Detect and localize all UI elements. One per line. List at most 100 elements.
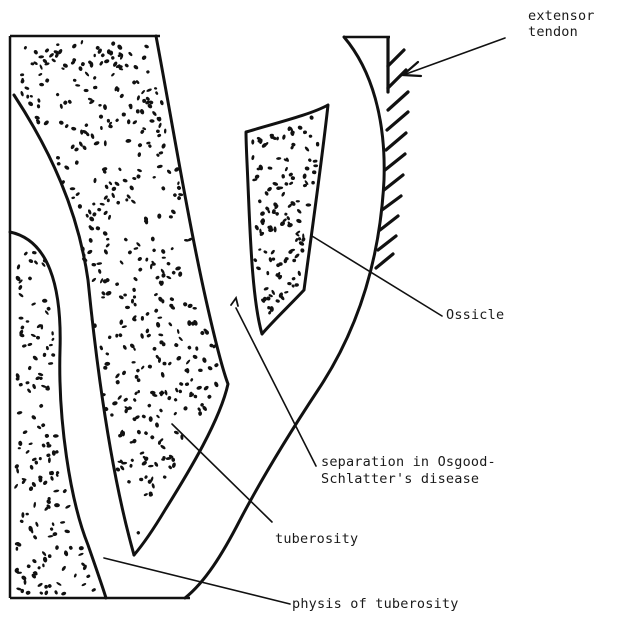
separation-label-line-1: separation in Osgood-: [321, 454, 496, 471]
stipple-dot: [291, 176, 296, 180]
stipple-dot: [284, 167, 288, 172]
stipple-dot: [266, 296, 271, 301]
stipple-dot: [42, 299, 48, 303]
stipple-dot: [22, 344, 28, 348]
stipple-dot: [93, 76, 97, 81]
stipple-dot: [151, 483, 155, 489]
extensor-leader-line: [406, 38, 505, 74]
stipple-dot: [140, 365, 144, 370]
stipple-dot: [146, 88, 152, 93]
frame: [10, 36, 390, 598]
stipple-dot: [133, 295, 137, 299]
stipple-dot: [33, 502, 36, 508]
stipple-dot: [256, 266, 262, 271]
stipple-dot: [65, 504, 71, 509]
stipple-dot: [26, 564, 31, 569]
stipple-dot: [20, 73, 25, 76]
stipple-dot: [308, 134, 312, 138]
stipple-dot: [116, 200, 121, 205]
stipple-dot: [75, 192, 80, 197]
stipple-dot: [34, 460, 38, 465]
stipple-dot: [127, 480, 132, 484]
stipple-dot: [130, 199, 136, 204]
stipple-dot: [59, 103, 63, 109]
stipple-dot: [23, 46, 27, 50]
stipple-dot: [125, 306, 130, 309]
stipple-dot: [63, 100, 69, 106]
stipple-dot: [168, 465, 173, 470]
stipple-dot: [257, 168, 261, 171]
stipple-dot: [63, 550, 68, 557]
stipple-dot: [15, 373, 20, 379]
stipple-dot: [137, 256, 143, 262]
stipple-dot: [64, 529, 70, 534]
stipple-dot: [195, 346, 199, 351]
stipple-dot: [284, 291, 289, 294]
stipple-dot: [33, 260, 38, 265]
stipple-dot: [55, 545, 59, 550]
stipple-dot: [71, 196, 75, 199]
stipple-dot: [111, 56, 115, 60]
stipple-dot: [122, 112, 127, 116]
stipple-dot: [160, 444, 167, 450]
stipple-dot: [291, 284, 295, 288]
stipple-dot: [28, 258, 34, 263]
stipple-dot: [58, 120, 64, 126]
stipple-dot: [166, 169, 172, 175]
stipple-dot: [141, 89, 146, 94]
stipple-dot: [313, 164, 318, 167]
stipple-dot: [282, 134, 286, 140]
stipple-dot: [159, 408, 164, 413]
stipple-dot: [313, 159, 318, 163]
stipple-dot: [93, 86, 98, 90]
stipple-dot: [155, 91, 159, 96]
stipple-dot: [24, 86, 30, 91]
stipple-dot: [93, 54, 96, 58]
stipple-dot: [159, 391, 165, 395]
stipple-dot: [162, 362, 166, 366]
stipple-dot: [122, 344, 127, 350]
stipple-dot: [104, 59, 110, 64]
stipple-dot: [117, 395, 123, 401]
stipple-dot: [286, 216, 291, 221]
stipple-dot: [39, 591, 44, 595]
stipple-dot: [145, 328, 150, 334]
stipple-dot: [29, 464, 34, 470]
stipple-dot: [131, 361, 135, 364]
stipple-dot: [115, 118, 120, 123]
stipple-dot: [176, 355, 183, 361]
stipple-dot: [99, 114, 104, 119]
stipple-dot: [157, 164, 164, 169]
stipple-dot: [56, 156, 61, 160]
stipple-dot: [111, 72, 116, 77]
stipple-dot: [18, 382, 23, 387]
stipple-dot: [253, 258, 258, 263]
stipple-dot: [155, 422, 160, 428]
stipple-dot: [81, 583, 86, 587]
stipple-dot: [32, 355, 39, 361]
stipple-dot: [141, 55, 147, 61]
stipple-dot: [159, 100, 164, 106]
stipple-dot: [21, 575, 28, 581]
stipple-dot: [37, 98, 41, 103]
stipple-dot: [33, 49, 39, 55]
stipple-dot: [207, 365, 213, 371]
stipple-dot: [155, 321, 160, 328]
stipple-dot: [166, 275, 172, 280]
stipple-dot: [172, 193, 177, 198]
stipple-dot: [169, 215, 173, 219]
stipple-dot: [36, 425, 41, 430]
stipple-dot: [30, 333, 36, 338]
stipple-dot: [104, 140, 107, 146]
stipple-dot: [193, 395, 197, 399]
stipple-dot: [136, 95, 140, 101]
stipple-dot: [148, 465, 154, 468]
stipple-dot: [197, 407, 202, 412]
stipple-dot: [291, 277, 296, 281]
stipple-dot: [98, 104, 102, 107]
stipple-dot: [86, 574, 91, 579]
extensor-tendon-label-line-2: tendon: [528, 24, 595, 40]
stipple-dot: [27, 365, 31, 370]
stipple-dot: [207, 394, 213, 400]
